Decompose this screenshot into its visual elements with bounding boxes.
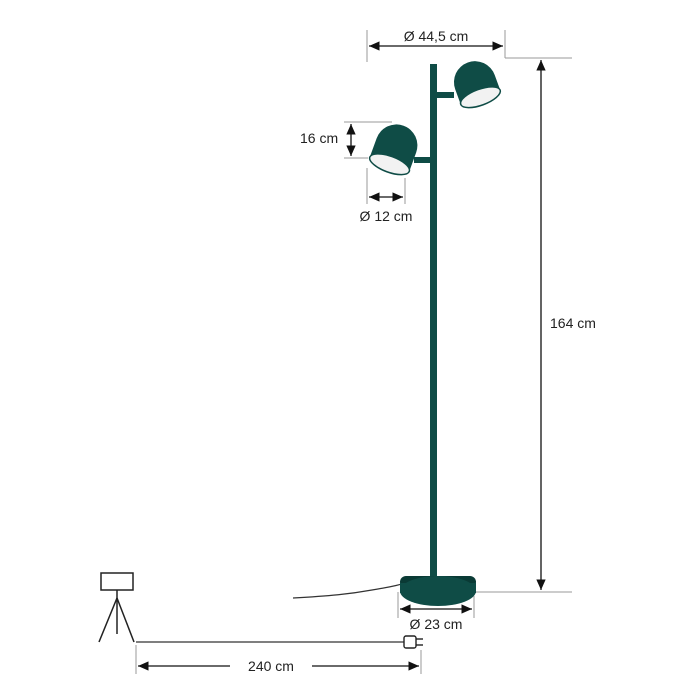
height-dimension: 164 cm [476,57,596,593]
tripod-lamp-icon [98,572,135,643]
cable-length-dimension: 240 cm [135,635,423,676]
shade-height-label: 16 cm [300,130,338,146]
lamp-pole [430,64,437,580]
lamp-base [400,576,476,606]
upper-shade [453,61,502,109]
lower-shade [368,124,418,176]
plug-icon [403,635,423,649]
upper-arm [436,92,454,98]
lower-arm [414,157,432,163]
height-label: 164 cm [550,315,596,331]
cable-length-label: 240 cm [248,658,294,674]
shade-diameter-dimension: Ø 12 cm [360,168,413,224]
width-label: Ø 44,5 cm [404,28,469,44]
floor-lamp [292,61,502,606]
width-dimension: Ø 44,5 cm [366,28,506,62]
shade-height-dimension: 16 cm [300,121,392,159]
base-diameter-dimension: Ø 23 cm [397,592,475,632]
shade-diameter-label: Ø 12 cm [360,208,413,224]
base-diameter-label: Ø 23 cm [410,616,463,632]
